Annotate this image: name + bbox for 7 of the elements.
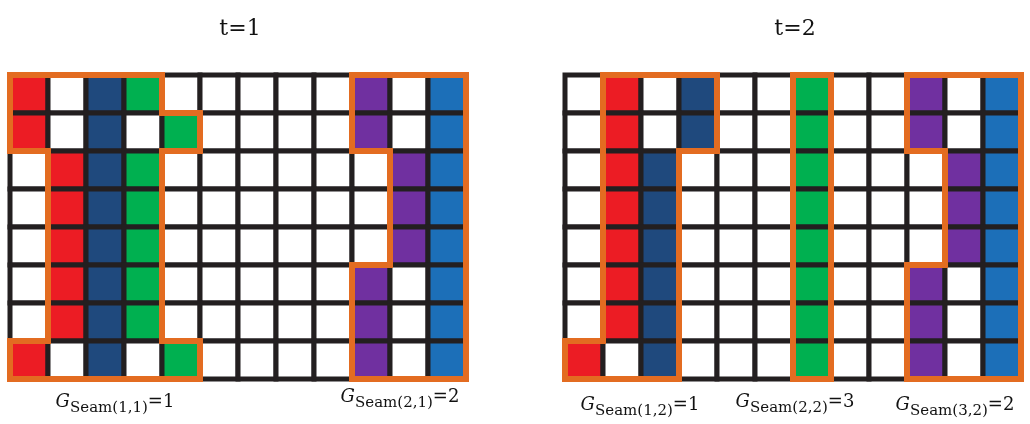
time-step-label: t=2 — [774, 15, 816, 40]
seam-group-label: G$_{Seam(3,2)}$=2 — [895, 393, 1015, 419]
seam-group-label: G$_{Seam(2,1)}$=2 — [340, 385, 460, 411]
seam-group-label: G$_{Seam(1,2)}$=1 — [580, 393, 700, 419]
seam-group-label: G$_{Seam(1,1)}$=1 — [55, 390, 175, 416]
seam-group-label: G$_{Seam(2,2)}$=3 — [735, 390, 855, 416]
time-step-label: t=1 — [219, 15, 261, 40]
